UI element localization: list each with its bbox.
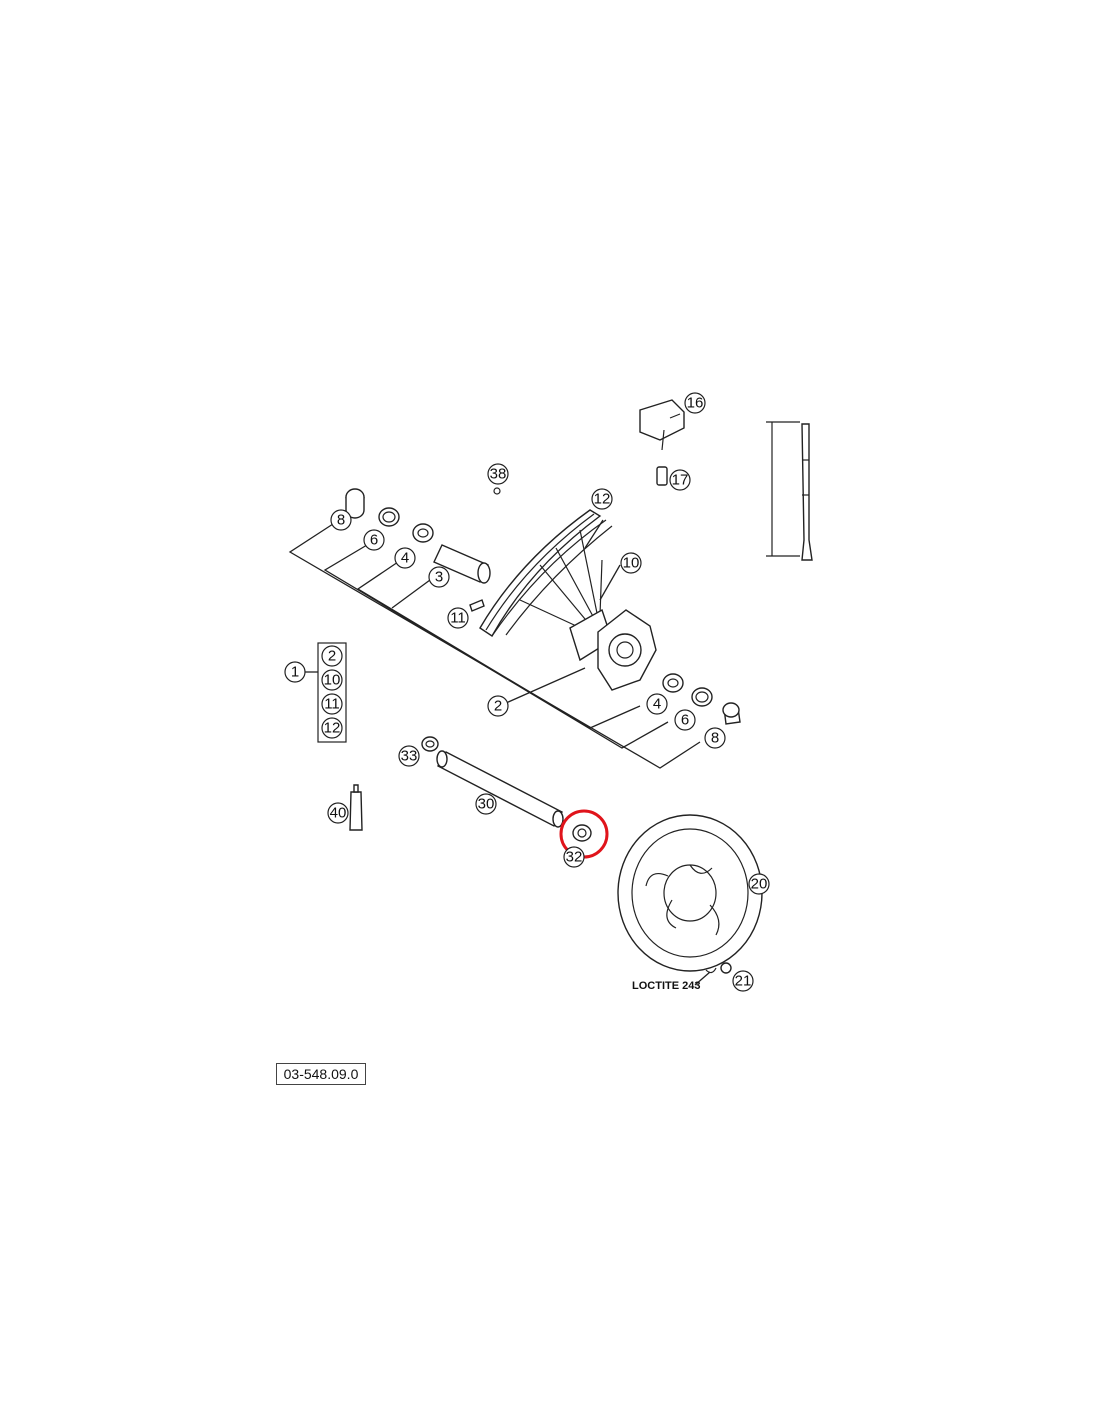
part-2-hub xyxy=(569,608,657,691)
callout-6: 6 xyxy=(363,529,385,551)
svg-text:33: 33 xyxy=(401,748,418,765)
svg-text:12: 12 xyxy=(324,720,341,737)
part-33-collar-nut xyxy=(421,736,439,752)
part-4-bearing-left xyxy=(412,523,434,543)
callout-kit-12: 12 xyxy=(321,717,343,739)
svg-text:17: 17 xyxy=(672,472,689,489)
callout-16: 16 xyxy=(684,392,706,414)
svg-text:6: 6 xyxy=(681,712,689,729)
callout-11: 11 xyxy=(447,607,469,629)
callout-12: 12 xyxy=(591,488,613,510)
callout-4-right: 4 xyxy=(646,693,668,715)
callout-kit-11: 11 xyxy=(321,693,343,715)
svg-text:30: 30 xyxy=(478,796,495,813)
svg-text:3: 3 xyxy=(435,569,443,586)
svg-text:21: 21 xyxy=(735,973,752,990)
callout-8: 8 xyxy=(330,509,352,531)
callout-32: 32 xyxy=(563,846,585,868)
part-4-bearing-right xyxy=(662,673,684,693)
svg-text:16: 16 xyxy=(687,395,704,412)
reference-code: 03-548.09.0 xyxy=(276,1063,366,1085)
callout-20: 20 xyxy=(748,873,770,895)
svg-text:40: 40 xyxy=(330,805,347,822)
part-20-brake-disc xyxy=(617,814,763,972)
part-3-distance-sleeve xyxy=(433,544,491,584)
part-38-small-clip xyxy=(493,487,501,495)
svg-text:11: 11 xyxy=(324,696,340,713)
part-32-axle-nut xyxy=(572,824,592,842)
svg-text:4: 4 xyxy=(401,550,409,567)
callout-40: 40 xyxy=(327,802,349,824)
callout-10: 10 xyxy=(620,552,642,574)
svg-text:8: 8 xyxy=(337,512,345,529)
spoke-drawing xyxy=(766,421,813,561)
callout-17: 17 xyxy=(669,469,691,491)
svg-text:20: 20 xyxy=(751,876,768,893)
callout-33: 33 xyxy=(398,745,420,767)
callout-6-right: 6 xyxy=(674,709,696,731)
part-16-valve-rubber xyxy=(639,399,685,451)
part-8-spacer-left xyxy=(345,488,365,519)
callout-3: 3 xyxy=(428,566,450,588)
part-21-disc-screw xyxy=(705,962,732,974)
part-30-axle xyxy=(436,750,564,828)
loctite-leader xyxy=(694,971,711,986)
svg-text:2: 2 xyxy=(328,648,336,665)
svg-text:32: 32 xyxy=(566,849,583,866)
callout-1: 1 xyxy=(284,661,306,683)
svg-text:8: 8 xyxy=(711,730,719,747)
svg-text:10: 10 xyxy=(623,555,640,572)
part-6-seal-right xyxy=(691,687,713,707)
svg-text:38: 38 xyxy=(490,466,507,483)
svg-text:10: 10 xyxy=(324,672,341,689)
svg-text:12: 12 xyxy=(594,491,611,508)
svg-text:11: 11 xyxy=(450,610,466,627)
part-11-nipple xyxy=(469,599,485,612)
callout-21: 21 xyxy=(732,970,754,992)
svg-text:4: 4 xyxy=(653,696,661,713)
callout-38: 38 xyxy=(487,463,509,485)
callout-kit-2: 2 xyxy=(321,645,343,667)
part-40-grease-tube xyxy=(349,784,363,831)
callout-kit-10: 10 xyxy=(321,669,343,691)
svg-text:2: 2 xyxy=(494,698,502,715)
svg-text:6: 6 xyxy=(370,532,378,549)
part-8-spacer-right xyxy=(722,702,741,725)
svg-text:1: 1 xyxy=(291,664,299,681)
callout-4: 4 xyxy=(394,547,416,569)
part-10-spokes xyxy=(519,529,603,631)
part-17-valve-nut xyxy=(656,466,668,486)
part-1-kit-box xyxy=(317,642,347,743)
callout-2: 2 xyxy=(487,695,509,717)
part-6-seal-left xyxy=(378,507,400,527)
callout-8-right: 8 xyxy=(704,727,726,749)
loctite-note: LOCTITE 243 xyxy=(632,980,700,992)
part-12-rim xyxy=(479,509,613,638)
callout-30: 30 xyxy=(475,793,497,815)
